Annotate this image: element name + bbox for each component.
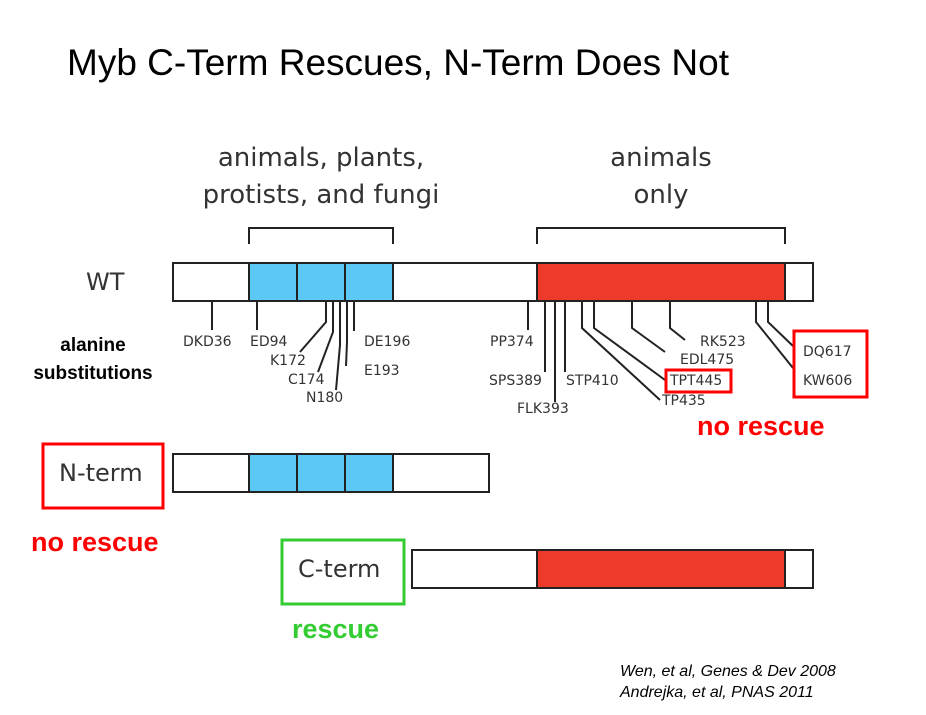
wt-dbd-repeat-3 xyxy=(344,262,394,302)
nterm-label-box xyxy=(41,442,165,510)
dq617-kw606-highlight-box xyxy=(792,329,869,399)
mutation-label: FLK393 xyxy=(517,401,569,417)
mutation-label: KW606 xyxy=(803,373,853,389)
mutation-label: TP435 xyxy=(662,393,706,409)
citation-line-1: Wen, et al, Genes & Dev 2008 xyxy=(620,663,836,680)
citations: Wen, et al, Genes & Dev 2008 Andrejka, e… xyxy=(620,661,836,703)
mutation-label: DKD36 xyxy=(183,334,232,350)
citation-line-2: Andrejka, et al, PNAS 2011 xyxy=(620,684,814,701)
nterm-dbd-repeat-1 xyxy=(248,453,298,493)
alanine-label-line-2: substitutions xyxy=(33,363,153,384)
mutation-label: K172 xyxy=(270,353,306,369)
mutation-label: DQ617 xyxy=(803,344,852,360)
wt-protein-bar xyxy=(172,262,814,302)
cterm-rescue-label: rescue xyxy=(292,614,380,644)
mutation-label: PP374 xyxy=(490,334,534,350)
animals-only-header: animals only xyxy=(556,140,766,214)
conserved-header-line-2: protists, and fungi xyxy=(202,180,440,210)
wt-dbd-repeat-2 xyxy=(296,262,346,302)
cterm-label-box xyxy=(280,538,406,606)
nterm-protein-bar xyxy=(172,453,490,493)
mutation-label: TPT445 xyxy=(670,373,723,389)
cterm-row-label: C-term xyxy=(298,555,381,583)
nterm-dbd-repeat-3 xyxy=(344,453,394,493)
alanine-substitutions-label: alanine substitutions xyxy=(17,332,169,388)
alanine-label-line-1: alanine xyxy=(60,335,126,356)
wt-c-terminal-domain xyxy=(536,262,786,302)
mutation-label: STP410 xyxy=(566,373,619,389)
mutation-label: E193 xyxy=(364,363,400,379)
conserved-region-header: animals, plants, protists, and fungi xyxy=(186,140,456,214)
nterm-dbd-repeat-2 xyxy=(296,453,346,493)
mutation-label: C174 xyxy=(288,372,325,388)
animals-only-header-line-1: animals xyxy=(610,143,712,173)
tpt445-highlight-box xyxy=(664,368,733,394)
mutation-label: DE196 xyxy=(364,334,411,350)
conserved-bracket xyxy=(248,227,394,244)
animals-only-header-line-2: only xyxy=(633,180,689,210)
wt-dbd-repeat-1 xyxy=(248,262,298,302)
cterm-protein-bar xyxy=(411,549,814,589)
mutation-label: N180 xyxy=(306,390,344,406)
mutation-label: ED94 xyxy=(250,334,288,350)
nterm-row-label: N-term xyxy=(59,459,143,487)
slide-title: Myb C-Term Rescues, N-Term Does Not xyxy=(67,42,730,83)
mutation-leader-lines xyxy=(211,301,794,402)
mutation-label: EDL475 xyxy=(680,352,735,368)
wt-no-rescue-label: no rescue xyxy=(697,411,825,441)
animals-only-bracket xyxy=(536,227,786,244)
cterm-c-terminal-domain xyxy=(536,549,786,589)
nterm-no-rescue-label: no rescue xyxy=(31,527,159,557)
wt-row-label: WT xyxy=(86,268,125,296)
mutation-label: RK523 xyxy=(700,334,746,350)
mutation-label: SPS389 xyxy=(489,373,542,389)
conserved-header-line-1: animals, plants, xyxy=(217,143,425,173)
